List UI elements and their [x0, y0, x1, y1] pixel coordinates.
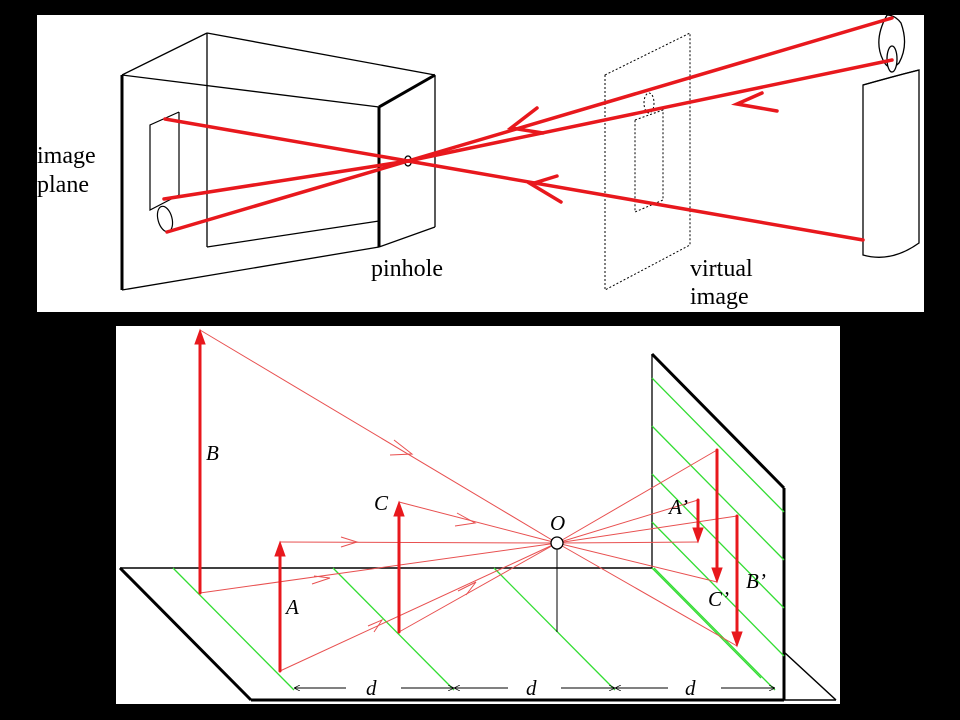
projection-ray-arrowheads	[311, 439, 477, 633]
light-rays	[162, 16, 894, 242]
candle-object	[862, 15, 920, 258]
image-plane-label-line2: plane	[37, 172, 89, 198]
distance-label-3: d	[685, 676, 696, 700]
image-label-a-prime: A’	[669, 495, 689, 519]
perspective-projection-diagram: B A C O A’ C’ B’ d d d	[116, 326, 840, 704]
pinhole-camera-drawing	[120, 15, 920, 291]
object-label-b: B	[206, 441, 219, 465]
image-label-c-prime: C’	[708, 587, 729, 611]
distance-label-2: d	[526, 676, 537, 700]
virtual-image-label-line2: image	[690, 284, 749, 310]
camera-box	[120, 32, 436, 291]
object-label-c: C	[374, 491, 389, 515]
pinhole-camera-diagram: image plane pinhole virtual image	[37, 15, 924, 312]
projection-rays	[199, 329, 738, 672]
image-plane-label-line1: image	[37, 143, 96, 169]
virtual-image-label-line1: virtual	[690, 256, 753, 282]
object-label-a: A	[286, 595, 299, 619]
ray-arrowheads	[506, 91, 779, 204]
ground-guide-lines	[172, 567, 776, 691]
ground-plane	[118, 566, 837, 702]
image-plane	[650, 352, 786, 700]
pinhole-label: pinhole	[371, 256, 443, 282]
perspective-projection-drawing	[118, 328, 837, 702]
image-label-b-prime: B’	[746, 569, 766, 593]
distance-label-1: d	[366, 676, 377, 700]
inverted-candle-image	[149, 111, 180, 233]
projection-center-point	[550, 536, 564, 550]
object-and-image-arrows	[194, 328, 743, 673]
virtual-image-plane	[604, 32, 691, 291]
center-label-o: O	[550, 511, 566, 535]
